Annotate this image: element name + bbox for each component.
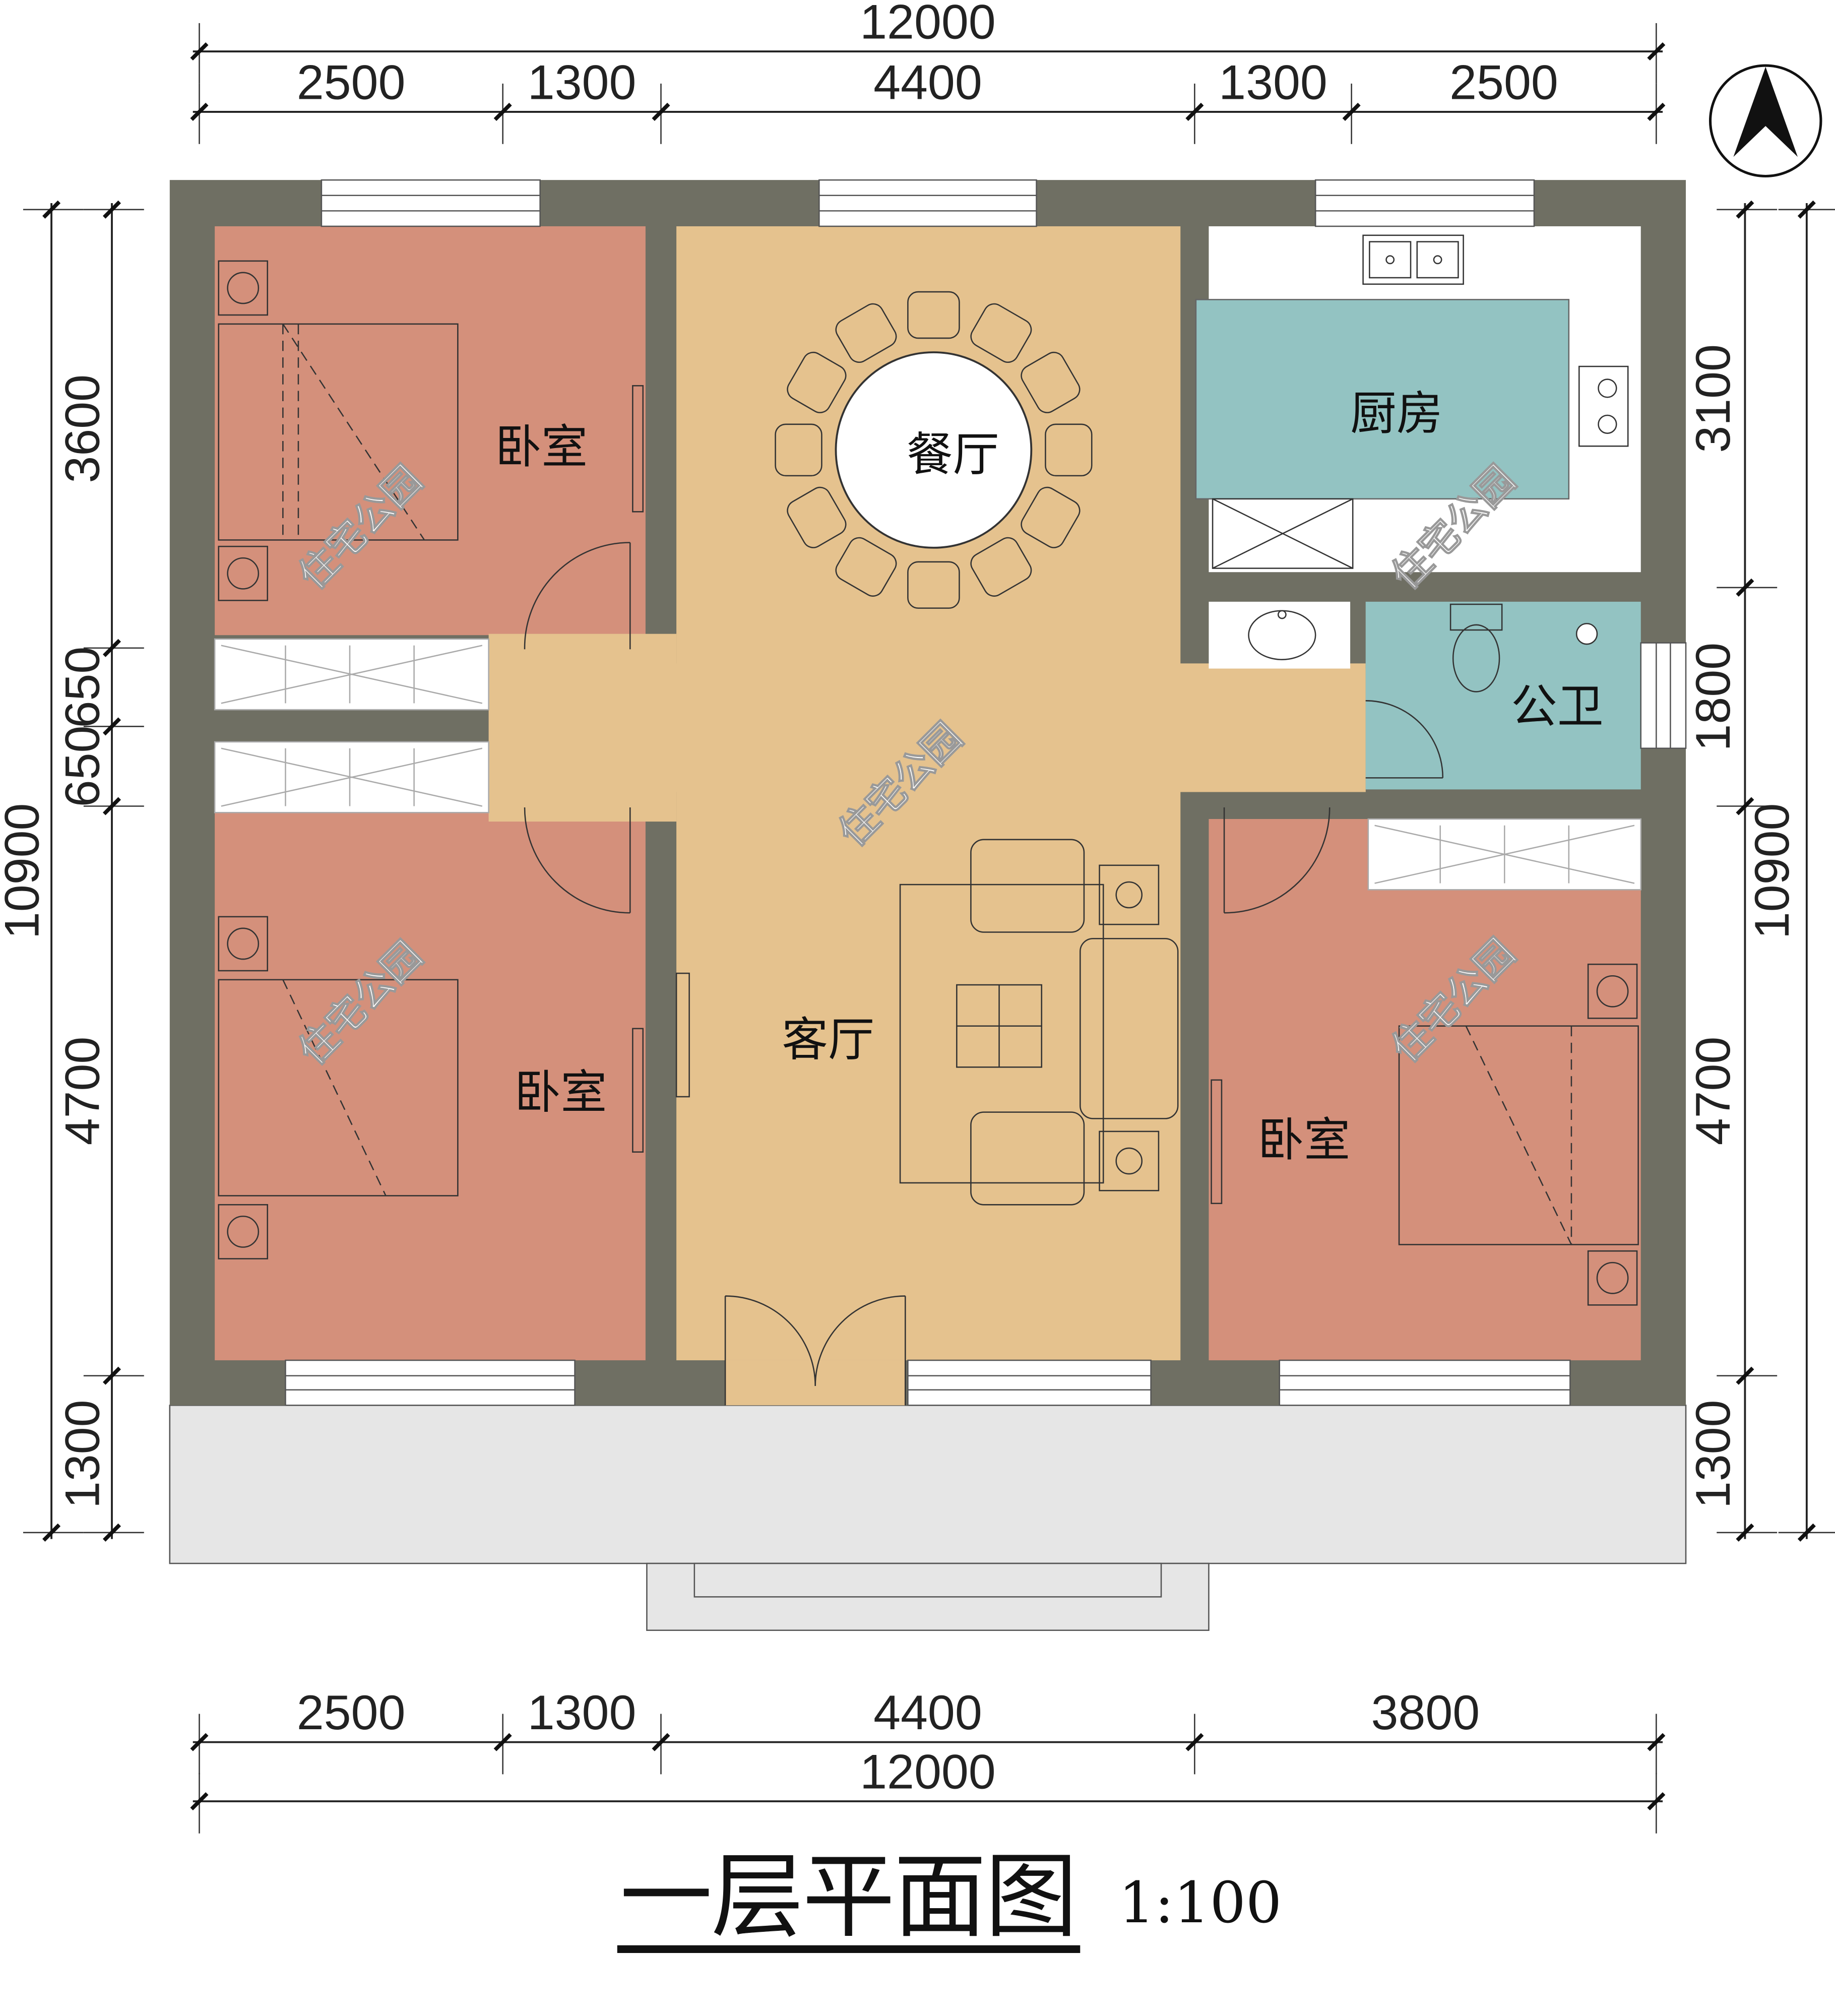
dining-chair-icon bbox=[970, 537, 1032, 597]
dimension-label: 650 bbox=[54, 647, 109, 728]
dining-chair-icon bbox=[1045, 423, 1093, 477]
room-label-living: 客厅 bbox=[782, 1013, 874, 1066]
dimension-tick bbox=[493, 1733, 512, 1751]
kitchen-counter-area bbox=[1195, 299, 1570, 500]
bed-icon bbox=[218, 260, 459, 601]
bedroom-top-left-floor bbox=[215, 226, 646, 636]
dimension-tick bbox=[102, 1523, 121, 1542]
dimension-tick bbox=[190, 102, 209, 121]
porch bbox=[169, 1404, 1687, 1564]
wardrobe bbox=[214, 638, 489, 711]
room-label-bathroom: 公卫 bbox=[1511, 680, 1604, 734]
dimension-tick bbox=[102, 717, 121, 736]
bed-icon bbox=[218, 916, 459, 1259]
dimension-lines: 12000 2500 1300 4400 1300 2500 2500 1300 4400 380… bbox=[0, 0, 1835, 1834]
stove-icon bbox=[1578, 365, 1629, 447]
kitchen-sink-icon bbox=[1362, 234, 1464, 285]
dimension-label: 3100 bbox=[1685, 344, 1740, 453]
room-label-bedroom-right: 卧室 bbox=[1257, 1113, 1350, 1167]
room-label-dining: 餐厅 bbox=[907, 428, 999, 482]
dimension-tick bbox=[1647, 102, 1666, 121]
dimension-tick bbox=[1647, 42, 1666, 61]
wardrobe bbox=[214, 741, 489, 813]
doors bbox=[524, 542, 1444, 1406]
dimension-label: 1800 bbox=[1685, 643, 1740, 751]
dimension-tick bbox=[190, 1792, 209, 1810]
dimension-label: 650 bbox=[54, 726, 109, 807]
dimension-label: 4400 bbox=[873, 54, 982, 109]
dimension-tick bbox=[1736, 1523, 1754, 1542]
entry-steps bbox=[646, 1562, 1210, 1631]
dimension-label: 1300 bbox=[1685, 1400, 1740, 1508]
dimension-tick bbox=[190, 42, 209, 61]
dimension-tick bbox=[1736, 200, 1754, 219]
room-label-kitchen: 厨房 bbox=[1350, 387, 1443, 440]
dimension-tick bbox=[1797, 200, 1816, 219]
dimension-label: 1300 bbox=[528, 1685, 637, 1740]
dining-chair-icon bbox=[835, 537, 897, 597]
dimension-tick bbox=[1736, 578, 1754, 597]
dimension-label: 2500 bbox=[297, 1685, 406, 1740]
dimension-tick bbox=[1797, 1523, 1816, 1542]
dimension-label: 1300 bbox=[1219, 54, 1327, 109]
dimension-tick bbox=[102, 1366, 121, 1385]
dimension-label: 4700 bbox=[1685, 1037, 1740, 1146]
dining-chair-icon bbox=[970, 303, 1032, 363]
dining-table-icon bbox=[775, 291, 1093, 609]
dimension-tick bbox=[102, 200, 121, 219]
dining-chair-icon bbox=[907, 561, 960, 609]
dimension-tick bbox=[1342, 102, 1361, 121]
dimension-tick bbox=[102, 797, 121, 815]
dimension-tick bbox=[1185, 1733, 1204, 1751]
dimension-tick bbox=[102, 639, 121, 657]
dimension-label: 3800 bbox=[1371, 1685, 1480, 1740]
dining-chair-icon bbox=[775, 423, 822, 477]
dimension-tick bbox=[493, 102, 512, 121]
drawing-title: 一层平面图 bbox=[620, 1843, 1078, 1951]
dimension-tick bbox=[42, 200, 61, 219]
dimension-label: 1300 bbox=[528, 54, 637, 109]
dimension-label: 10900 bbox=[0, 803, 49, 939]
dimension-tick bbox=[190, 1733, 209, 1751]
counter-icon bbox=[1212, 498, 1354, 569]
wardrobe bbox=[1367, 818, 1641, 891]
dimension-tick bbox=[1647, 1792, 1666, 1810]
sofa-set-icon bbox=[632, 385, 1223, 1206]
dining-chair-icon bbox=[787, 351, 847, 413]
bed-icon bbox=[1398, 963, 1639, 1306]
dining-chair-icon bbox=[1021, 486, 1081, 548]
dining-chair-icon bbox=[787, 486, 847, 548]
north-arrow-icon bbox=[1709, 64, 1822, 178]
dining-chair-icon bbox=[1021, 351, 1081, 413]
dimension-tick bbox=[42, 1523, 61, 1542]
dimension-tick bbox=[1736, 797, 1754, 815]
dimension-tick bbox=[652, 102, 670, 121]
dimension-tick bbox=[652, 1733, 670, 1751]
washbasin-icon bbox=[1248, 610, 1316, 660]
dimension-label: 2500 bbox=[297, 54, 406, 109]
dining-chair-icon bbox=[835, 303, 897, 363]
room-label-bedroom-bottom-left: 卧室 bbox=[515, 1065, 607, 1119]
bedroom-bottom-left-floor bbox=[215, 812, 646, 1360]
bedroom-right-floor bbox=[1209, 819, 1641, 1360]
dimension-tick bbox=[1647, 1733, 1666, 1751]
dimension-label: 3600 bbox=[54, 374, 109, 483]
dimension-tick bbox=[1736, 1366, 1754, 1385]
dimension-label: 12000 bbox=[860, 1744, 996, 1799]
dimension-label: 4700 bbox=[54, 1037, 109, 1146]
drawing-scale: 1:100 bbox=[1119, 1870, 1282, 1936]
dimension-label: 10900 bbox=[1744, 803, 1799, 939]
dimension-label: 12000 bbox=[860, 0, 996, 49]
dimension-label: 4400 bbox=[873, 1685, 982, 1740]
dining-chair-icon bbox=[907, 291, 960, 339]
dimension-tick bbox=[1185, 102, 1204, 121]
room-label-bedroom-top-left: 卧室 bbox=[495, 420, 588, 474]
title-underline bbox=[617, 1945, 1081, 1953]
dimension-label: 2500 bbox=[1449, 54, 1558, 109]
toilet-icon bbox=[1449, 603, 1503, 692]
shower-icon bbox=[1575, 622, 1598, 645]
windows bbox=[285, 179, 1687, 1406]
dimension-label: 1300 bbox=[54, 1400, 109, 1508]
